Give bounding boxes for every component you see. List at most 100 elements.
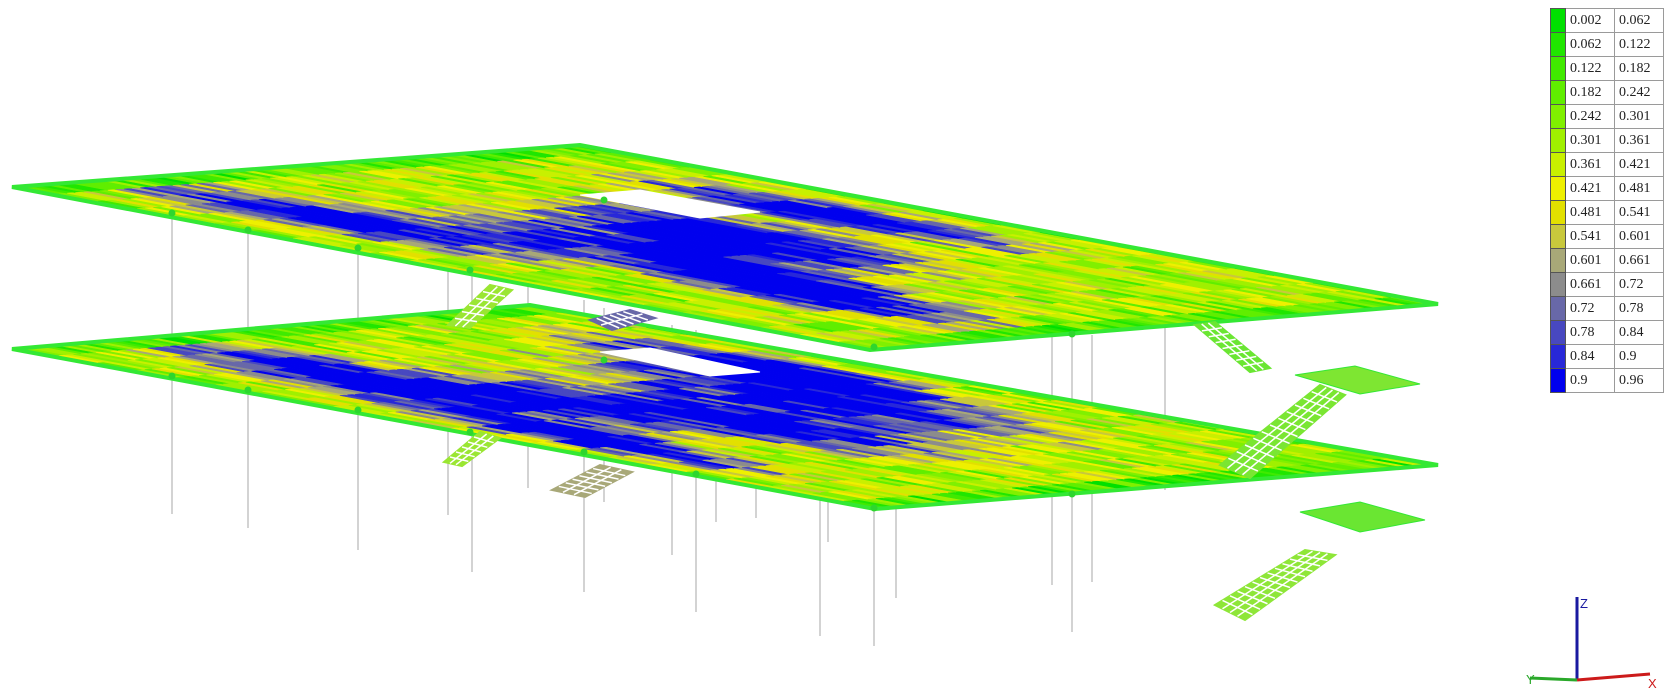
legend-range-from: 0.421 xyxy=(1565,176,1615,201)
stairs-group[interactable] xyxy=(441,283,1426,622)
legend-swatch xyxy=(1550,224,1566,249)
stair-flight xyxy=(441,430,503,468)
lower-floor-slab[interactable] xyxy=(11,302,1439,512)
node-point xyxy=(244,386,252,394)
stair-tread xyxy=(462,287,506,328)
stair-landing xyxy=(1294,365,1421,395)
legend-swatch xyxy=(1550,128,1566,153)
z-axis-label: Z xyxy=(1580,596,1588,611)
nodes-group xyxy=(168,196,1076,512)
legend-swatch xyxy=(1550,8,1566,33)
legend-range-from: 0.301 xyxy=(1565,128,1615,153)
legend-swatch xyxy=(1550,320,1566,345)
legend-range-from: 0.661 xyxy=(1565,272,1615,297)
stair-tread xyxy=(592,467,626,477)
legend-swatch xyxy=(1550,176,1566,201)
upper-floor-slab[interactable] xyxy=(11,142,1439,353)
legend-range-to: 0.301 xyxy=(1614,104,1664,129)
stair-tread xyxy=(573,469,622,496)
stair-tread xyxy=(1234,389,1333,473)
slab-edge xyxy=(11,302,1439,512)
stair-tread xyxy=(1229,350,1250,356)
legend-swatch xyxy=(1550,368,1566,393)
node-point xyxy=(354,244,362,252)
stair-landing xyxy=(1299,501,1426,533)
legend-range-from: 0.84 xyxy=(1565,344,1615,369)
legend-range-from: 0.541 xyxy=(1565,224,1615,249)
stair-tread xyxy=(600,313,643,326)
stair-flight xyxy=(586,308,659,332)
legend-range-to: 0.9 xyxy=(1614,344,1664,369)
stair-tread xyxy=(461,446,482,453)
legend-range-from: 0.9 xyxy=(1565,368,1615,393)
legend-swatch xyxy=(1550,344,1566,369)
stair-tread xyxy=(1201,323,1258,372)
stair-tread xyxy=(1236,355,1257,361)
legend-range-to: 0.481 xyxy=(1614,176,1664,201)
stair-flight xyxy=(1192,320,1273,374)
stair-tread xyxy=(468,304,492,310)
legend-range-to: 0.78 xyxy=(1614,296,1664,321)
legend-range-to: 0.84 xyxy=(1614,320,1664,345)
stair-tread xyxy=(565,482,599,491)
legend-range-from: 0.002 xyxy=(1565,8,1615,33)
stair-tread xyxy=(449,456,469,463)
slab-edge xyxy=(11,142,1439,353)
axis-triad xyxy=(1529,597,1651,682)
stair-tread xyxy=(1222,550,1313,610)
slab-opening xyxy=(599,347,761,377)
stair-tread xyxy=(572,478,606,488)
stair-tread xyxy=(1242,361,1264,367)
legend-swatch xyxy=(1550,104,1566,129)
legend-range-from: 0.062 xyxy=(1565,32,1615,57)
legend-range-to: 0.541 xyxy=(1614,200,1664,225)
stair-flight xyxy=(445,283,515,330)
x-axis-line xyxy=(1576,672,1651,682)
legend-range-from: 0.242 xyxy=(1565,104,1615,129)
slab-opening xyxy=(579,189,761,219)
stair-tread xyxy=(482,290,506,298)
stair-flight xyxy=(1218,383,1347,480)
stair-tread xyxy=(1229,551,1321,614)
legend-range-to: 0.361 xyxy=(1614,128,1664,153)
stair-tread xyxy=(1208,332,1229,338)
legend-range-to: 0.421 xyxy=(1614,152,1664,177)
x-axis-label: X xyxy=(1648,676,1657,691)
legend-range-from: 0.78 xyxy=(1565,320,1615,345)
legend-swatch xyxy=(1550,248,1566,273)
legend-range-from: 0.122 xyxy=(1565,56,1615,81)
legend-range-to: 0.601 xyxy=(1614,224,1664,249)
legend-swatch xyxy=(1550,296,1566,321)
node-point xyxy=(692,470,700,478)
y-axis-line xyxy=(1529,676,1578,682)
legend-range-to: 0.72 xyxy=(1614,272,1664,297)
stair-tread xyxy=(1237,553,1328,617)
node-point xyxy=(466,266,474,274)
stair-tread xyxy=(475,297,499,304)
stair-tread xyxy=(1207,322,1264,370)
legend-swatch xyxy=(1550,32,1566,57)
node-point xyxy=(466,428,474,436)
stair-tread xyxy=(455,451,475,458)
node-point xyxy=(354,406,362,414)
legend-range-from: 0.481 xyxy=(1565,200,1615,225)
legend-range-to: 0.122 xyxy=(1614,32,1664,57)
stair-tread xyxy=(586,471,619,480)
node-point xyxy=(870,504,878,512)
stair-tread xyxy=(461,310,485,317)
legend-range-from: 0.601 xyxy=(1565,248,1615,273)
legend-range-to: 0.182 xyxy=(1614,56,1664,81)
